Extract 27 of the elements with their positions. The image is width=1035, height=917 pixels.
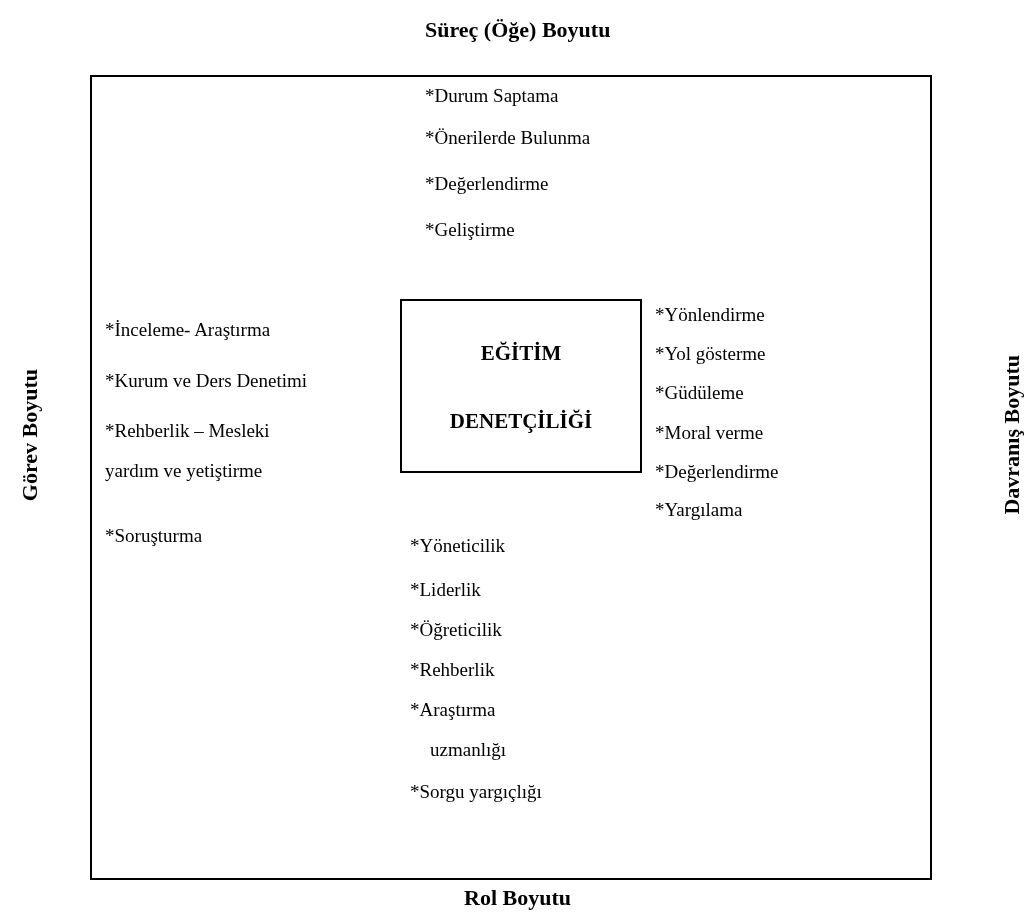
list-item: *İnceleme- Araştırma	[105, 318, 271, 342]
list-item: *Değerlendirme	[655, 460, 779, 484]
dimension-heading: Davranış Boyutu	[1000, 355, 1024, 515]
dimension-heading: Süreç (Öğe) Boyutu	[425, 18, 611, 42]
list-item: *Soruşturma	[105, 524, 203, 548]
list-item: *Durum Saptama	[425, 84, 559, 108]
list-item: *Güdüleme	[655, 381, 744, 405]
list-item: *Yargılama	[655, 498, 743, 522]
list-item: *Önerilerde Bulunma	[425, 126, 591, 150]
center-box	[400, 299, 642, 473]
list-item: *Sorgu yargıçlığı	[410, 780, 542, 804]
list-item: *Yol gösterme	[655, 342, 766, 366]
list-item: *Öğreticilik	[410, 618, 502, 642]
list-item: *Rehberlik – Mesleki yardım ve yetiştirme	[105, 419, 271, 483]
list-item: *Değerlendirme	[425, 172, 549, 196]
frame-box	[90, 75, 932, 880]
list-item: *Rehberlik	[410, 658, 495, 682]
list-item: *Liderlik	[410, 578, 481, 602]
list-item: *Moral verme	[655, 421, 764, 445]
list-item: *Araştırma uzmanlığı	[410, 698, 507, 762]
list-item: *Yöneticilik	[410, 534, 505, 558]
center-title: EĞİTİM DENETÇİLİĞİ	[448, 340, 594, 435]
list-item: *Geliştirme	[425, 218, 515, 242]
dimension-heading: Rol Boyutu	[464, 886, 571, 910]
list-item: *Yönlendirme	[655, 303, 765, 327]
list-item: *Kurum ve Ders Denetimi	[105, 369, 308, 393]
dimension-heading: Görev Boyutu	[18, 369, 42, 502]
